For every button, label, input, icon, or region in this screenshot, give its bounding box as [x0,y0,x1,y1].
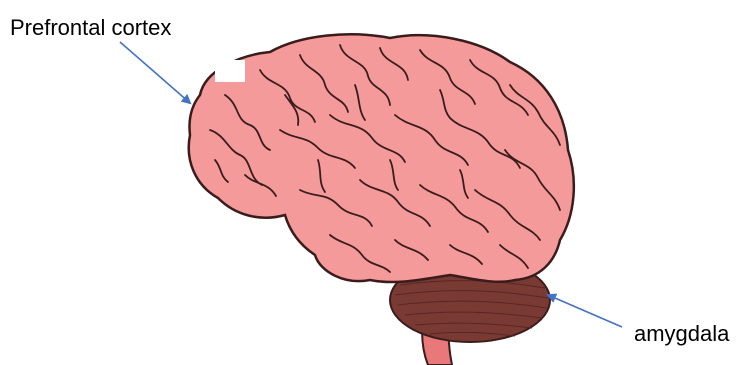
cerebral-cortex [189,34,574,282]
prefrontal-cortex-label: Prefrontal cortex [10,17,171,39]
amygdala-label: amygdala [634,323,729,345]
amygdala-arrow [548,295,622,327]
prefrontal-arrow [120,42,190,103]
white-patch [215,60,245,82]
